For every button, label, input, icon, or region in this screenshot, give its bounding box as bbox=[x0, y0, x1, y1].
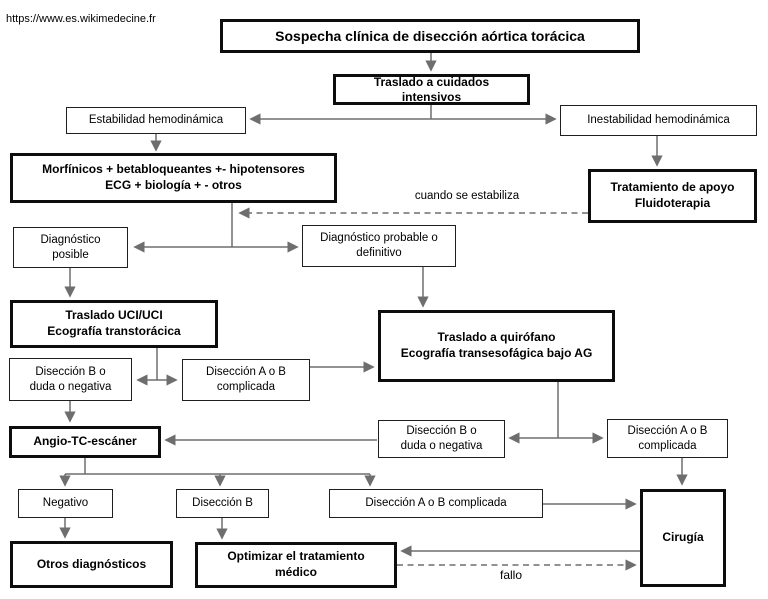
node-morphinics: Morfínicos + betabloqueantes +- hipotens… bbox=[10, 153, 337, 203]
node-optimize-treatment: Optimizar el tratamiento médico bbox=[195, 542, 397, 588]
node-negative: Negativo bbox=[18, 489, 113, 518]
node-dissection-ab-3: Disección A o B complicada bbox=[329, 489, 543, 518]
node-diagnosis-possible: Diagnóstico posible bbox=[13, 227, 128, 268]
node-dissection-b-doubt-1: Disección B o duda o negativa bbox=[9, 358, 132, 401]
edge-label-when-stabilized: cuando se estabiliza bbox=[414, 190, 520, 202]
node-angio-ct: Angio-TC-escáner bbox=[9, 426, 161, 458]
url-watermark: https://www.es.wikimedecine.fr bbox=[6, 13, 156, 25]
node-other-diagnoses: Otros diagnósticos bbox=[10, 541, 173, 588]
node-instability: Inestabilidad hemodinámica bbox=[560, 105, 757, 136]
edge-label-failure: fallo bbox=[499, 568, 522, 582]
node-dissection-b-doubt-2: Disección B o duda o negativa bbox=[378, 420, 505, 458]
node-title: Sospecha clínica de disección aórtica to… bbox=[220, 19, 640, 53]
node-surgery: Cirugía bbox=[640, 489, 726, 587]
node-icu-transfer: Traslado a cuidados intensivos bbox=[333, 74, 530, 105]
node-uci-echo: Traslado UCI/UCI Ecografía transtorácica bbox=[10, 300, 218, 348]
node-dissection-b: Disección B bbox=[176, 489, 269, 518]
node-support-treatment: Tratamiento de apoyo Fluidoterapia bbox=[588, 169, 757, 223]
node-diagnosis-probable: Diagnóstico probable o definitivo bbox=[302, 225, 456, 267]
node-dissection-ab-2: Disección A o B complicada bbox=[607, 419, 728, 458]
node-stability: Estabilidad hemodinámica bbox=[66, 107, 246, 134]
node-dissection-ab-1: Disección A o B complicada bbox=[182, 359, 310, 401]
node-or-transfer: Traslado a quirófano Ecografía transesof… bbox=[378, 310, 615, 382]
